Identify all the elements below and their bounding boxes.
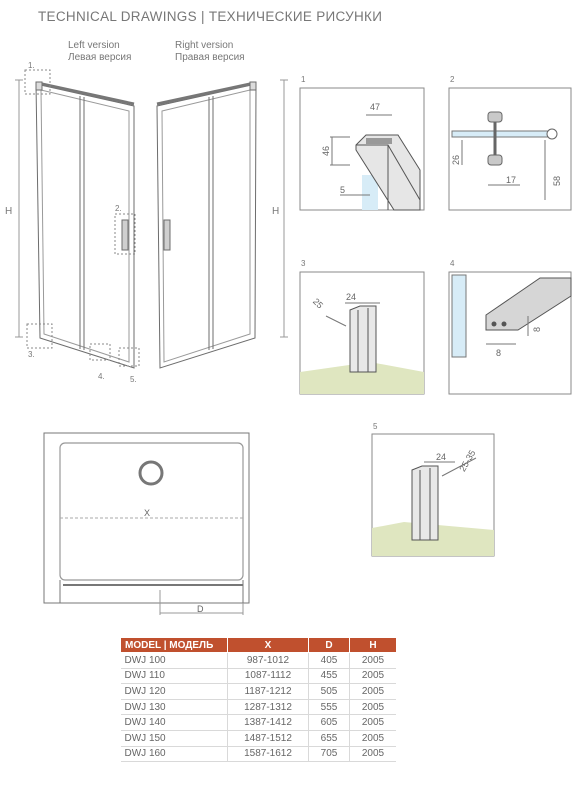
detail-5-dim-a: 24 — [436, 452, 446, 462]
plan-x-label: X — [144, 508, 150, 518]
detail-3-dim-b: 24 — [346, 292, 356, 302]
detail-2-dim-b: 17 — [506, 175, 516, 185]
cell-d: 405 — [308, 652, 350, 669]
cell-model: DWJ 120 — [120, 683, 228, 700]
cell-model: DWJ 130 — [120, 699, 228, 716]
cell-d: 655 — [308, 730, 350, 747]
col-header-model: MODEL | МОДЕЛЬ — [120, 637, 228, 653]
cell-x: 1587-1612 — [227, 746, 309, 763]
plan-d-label: D — [197, 604, 204, 614]
cell-d: 705 — [308, 746, 350, 763]
cell-h: 2005 — [349, 746, 396, 763]
left-h-label: H — [5, 206, 12, 217]
col-header-d: D — [308, 637, 350, 653]
cell-x: 1087-1112 — [227, 668, 309, 685]
cell-d: 555 — [308, 699, 350, 716]
detail-1-dim-c: 5 — [340, 185, 345, 195]
cell-x: 987-1012 — [227, 652, 309, 669]
cell-x: 1187-1212 — [227, 683, 309, 700]
detail-3-num: 3 — [301, 259, 306, 268]
page-title: TECHNICAL DRAWINGS | ТЕХНИЧЕСКИЕ РИСУНКИ — [38, 9, 383, 24]
plan-view — [43, 432, 250, 615]
cell-model: DWJ 100 — [120, 652, 228, 669]
col-header-x: X — [227, 637, 309, 653]
left-version-ru: Левая версия — [68, 52, 132, 63]
cell-x: 1487-1512 — [227, 730, 309, 747]
right-version-en: Right version — [175, 40, 234, 51]
detail-1-dim-b: 46 — [321, 146, 331, 156]
detail-4-num: 4 — [450, 259, 455, 268]
left-version-drawing — [15, 69, 140, 369]
callout-4: 4. — [98, 372, 105, 381]
cell-model: DWJ 160 — [120, 746, 228, 763]
cell-x: 1287-1312 — [227, 699, 309, 716]
callout-5: 5. — [130, 375, 137, 384]
right-version-ru: Правая версия — [175, 52, 245, 63]
left-version-en: Left version — [68, 40, 120, 51]
cell-h: 2005 — [349, 652, 396, 669]
cell-h: 2005 — [349, 714, 396, 731]
cell-d: 605 — [308, 714, 350, 731]
detail-1 — [299, 87, 425, 211]
detail-1-num: 1 — [301, 75, 306, 84]
cell-x: 1387-1412 — [227, 714, 309, 731]
left-version-caption: Left version Левая версия — [68, 40, 131, 64]
detail-4 — [448, 271, 572, 395]
detail-5 — [371, 433, 495, 557]
right-version-drawing — [156, 79, 288, 369]
detail-2-num: 2 — [450, 75, 455, 84]
right-version-caption: Right version Правая версия — [175, 40, 245, 64]
callout-2: 2. — [115, 204, 122, 213]
cell-h: 2005 — [349, 699, 396, 716]
detail-3 — [299, 271, 425, 395]
detail-4-dim-b: 8 — [496, 348, 501, 358]
cell-h: 2005 — [349, 668, 396, 685]
right-h-label: H — [272, 206, 279, 217]
cell-model: DWJ 150 — [120, 730, 228, 747]
detail-5-num: 5 — [373, 422, 378, 431]
detail-1-dim-a: 47 — [370, 102, 380, 112]
cell-h: 2005 — [349, 730, 396, 747]
cell-model: DWJ 140 — [120, 714, 228, 731]
callout-3: 3. — [28, 350, 35, 359]
detail-2 — [448, 87, 572, 211]
cell-model: DWJ 110 — [120, 668, 228, 685]
detail-2-dim-a: 26 — [451, 155, 461, 165]
detail-2-dim-c: 58 — [552, 176, 562, 186]
table-header-row: MODEL | МОДЕЛЬ X D H — [120, 637, 396, 653]
col-header-h: H — [349, 637, 396, 653]
callout-1: 1. — [28, 61, 35, 70]
cell-d: 455 — [308, 668, 350, 685]
detail-4-dim-a: 8 — [532, 327, 542, 332]
cell-h: 2005 — [349, 683, 396, 700]
cell-d: 505 — [308, 683, 350, 700]
